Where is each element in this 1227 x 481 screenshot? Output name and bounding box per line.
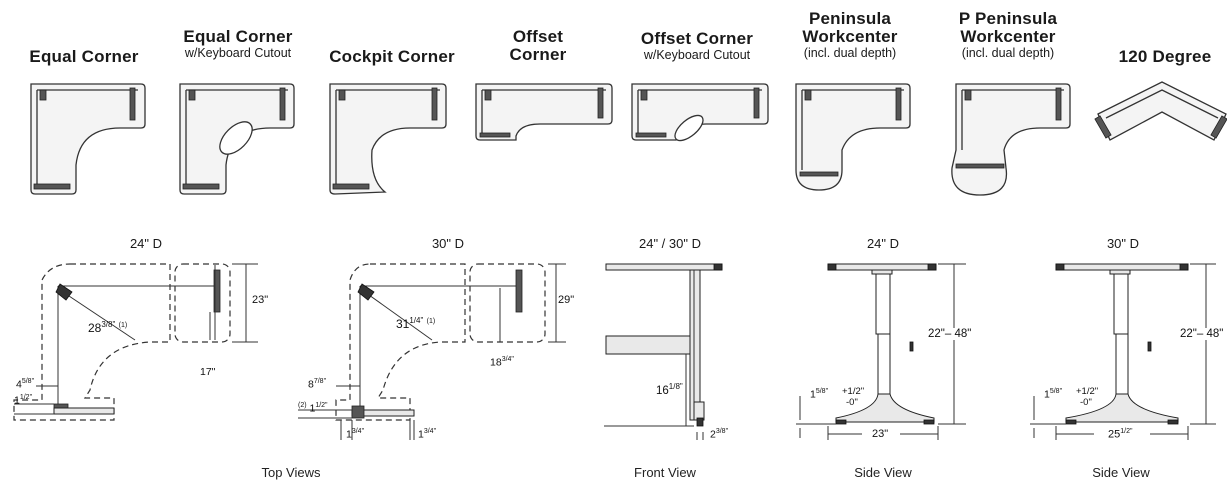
top24-diagonal-label: 283/8" (1) xyxy=(88,320,128,335)
config-title-peninsula-workcenter: Peninsula Workcenter (incl. dual depth) xyxy=(802,9,898,61)
side-view-30-header: 30" D xyxy=(1106,236,1140,251)
top30-bottom-gap-label: (2) 11/2" xyxy=(298,402,328,415)
side30-top-thickness-label: 15/8" xyxy=(1044,388,1063,401)
120-degree-thumbnail xyxy=(1094,81,1227,141)
top-view-24-drawing xyxy=(13,263,258,421)
top24-leg-offset-label: 17" xyxy=(200,366,216,378)
config-title-cockpit-corner: Cockpit Corner xyxy=(329,47,455,66)
peninsula-workcenter-thumbnail xyxy=(795,83,911,191)
side24-tolerance-minus-label: -0" xyxy=(846,397,858,408)
top-view-30-header: 30" D xyxy=(431,236,465,251)
top24-bottom-gap-label: 11/2" xyxy=(14,394,33,407)
config-title-equal-corner-keyboard: Equal Corner w/Keyboard Cutout xyxy=(183,27,293,61)
p-peninsula-workcenter-thumbnail xyxy=(951,83,1071,196)
config-title-120-degree: 120 Degree xyxy=(1118,47,1212,66)
equal-corner-keyboard-thumbnail xyxy=(179,83,295,195)
front-view-header: 24" / 30" D xyxy=(639,236,701,251)
side-view-30-drawing xyxy=(1030,263,1216,440)
top24-depth-label: 23" xyxy=(252,294,269,306)
offset-corner-thumbnail xyxy=(475,83,613,141)
caption-top-views: Top Views xyxy=(261,465,321,480)
top30-foot-left-label: 13/4" xyxy=(346,428,365,441)
top30-leg-offset-label: 183/4" xyxy=(490,356,514,369)
side24-foot-width-label: 23" xyxy=(872,428,889,440)
caption-side-view-30: Side View xyxy=(1092,465,1150,480)
caption-front-view: Front View xyxy=(634,465,696,480)
side-view-24-header: 24" D xyxy=(866,236,900,251)
top30-depth-label: 29" xyxy=(558,294,575,306)
top-view-24-header: 24" D xyxy=(129,236,163,251)
top30-diagonal-label: 311/4" (1) xyxy=(396,316,436,331)
config-title-equal-corner: Equal Corner xyxy=(29,47,139,66)
side24-top-thickness-label: 15/8" xyxy=(810,388,829,401)
side30-tolerance-minus-label: -0" xyxy=(1080,397,1092,408)
side24-tolerance-plus-label: +1/2" xyxy=(842,386,865,397)
equal-corner-thumbnail xyxy=(30,83,146,195)
front-view-drawing xyxy=(604,263,723,440)
side30-height-range-label: 22"– 48" xyxy=(1180,328,1224,340)
config-title-offset-corner-keyboard: Offset Corner w/Keyboard Cutout xyxy=(640,29,754,63)
top24-side-gap-label: 45/8" xyxy=(16,378,35,391)
front-foot-label: 23/8" xyxy=(710,428,729,441)
side30-tolerance-plus-label: +1/2" xyxy=(1076,386,1099,397)
side30-foot-width-label: 251/2" xyxy=(1108,428,1133,441)
cockpit-corner-thumbnail xyxy=(329,83,447,195)
side24-height-range-label: 22"– 48" xyxy=(928,328,972,340)
side-view-24-drawing xyxy=(796,263,966,440)
top-view-30-drawing xyxy=(298,263,566,440)
config-title-p-peninsula-workcenter: P Peninsula Workcenter (incl. dual depth… xyxy=(958,9,1058,61)
top30-side-gap-label: 87/8" xyxy=(308,378,327,391)
config-title-offset-corner: Offset Corner xyxy=(509,27,567,64)
front-height-label: 161/8" xyxy=(656,382,683,397)
offset-corner-keyboard-thumbnail xyxy=(631,83,769,142)
caption-side-view-24: Side View xyxy=(854,465,912,480)
top30-foot-right-label: 13/4" xyxy=(418,428,437,441)
